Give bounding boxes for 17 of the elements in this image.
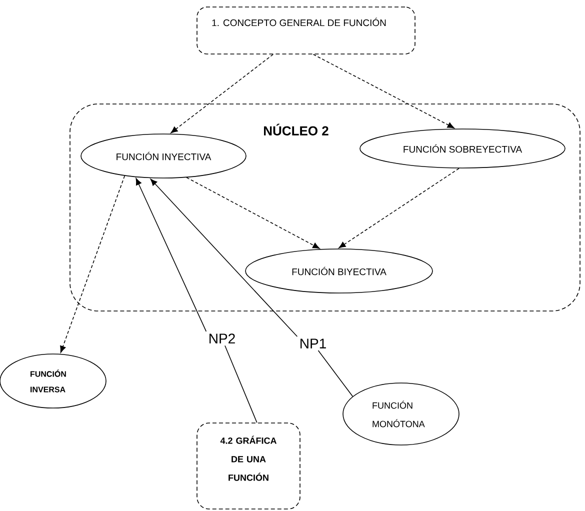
dashed-arrow	[60, 175, 126, 353]
connector-line	[318, 350, 354, 397]
ellipse-node: FUNCIÓN BIYECTIVA	[245, 248, 433, 294]
connector-line	[224, 345, 258, 423]
ellipse-node: FUNCIÓN MONÓTONA	[342, 382, 460, 446]
arrow	[150, 178, 298, 337]
text-label: NP2	[210, 334, 235, 344]
dashed-arrow	[338, 168, 460, 248]
dashed-arrow	[186, 177, 320, 249]
rounded-box: 1. CONCEPTO GENERAL DE FUNCIÓN	[196, 6, 416, 54]
arrow	[136, 178, 207, 332]
text-label: NP1	[300, 338, 326, 348]
dashed-arrow	[170, 54, 274, 134]
ellipse-node: FUNCIÓN SOBREYECTIVA	[360, 128, 566, 168]
rounded-box: 4.2 GRÁFICA DE UNA FUNCIÓN	[196, 422, 300, 510]
dashed-arrow	[312, 54, 454, 128]
ellipse-node: FUNCIÓN INYECTIVA	[80, 134, 246, 178]
